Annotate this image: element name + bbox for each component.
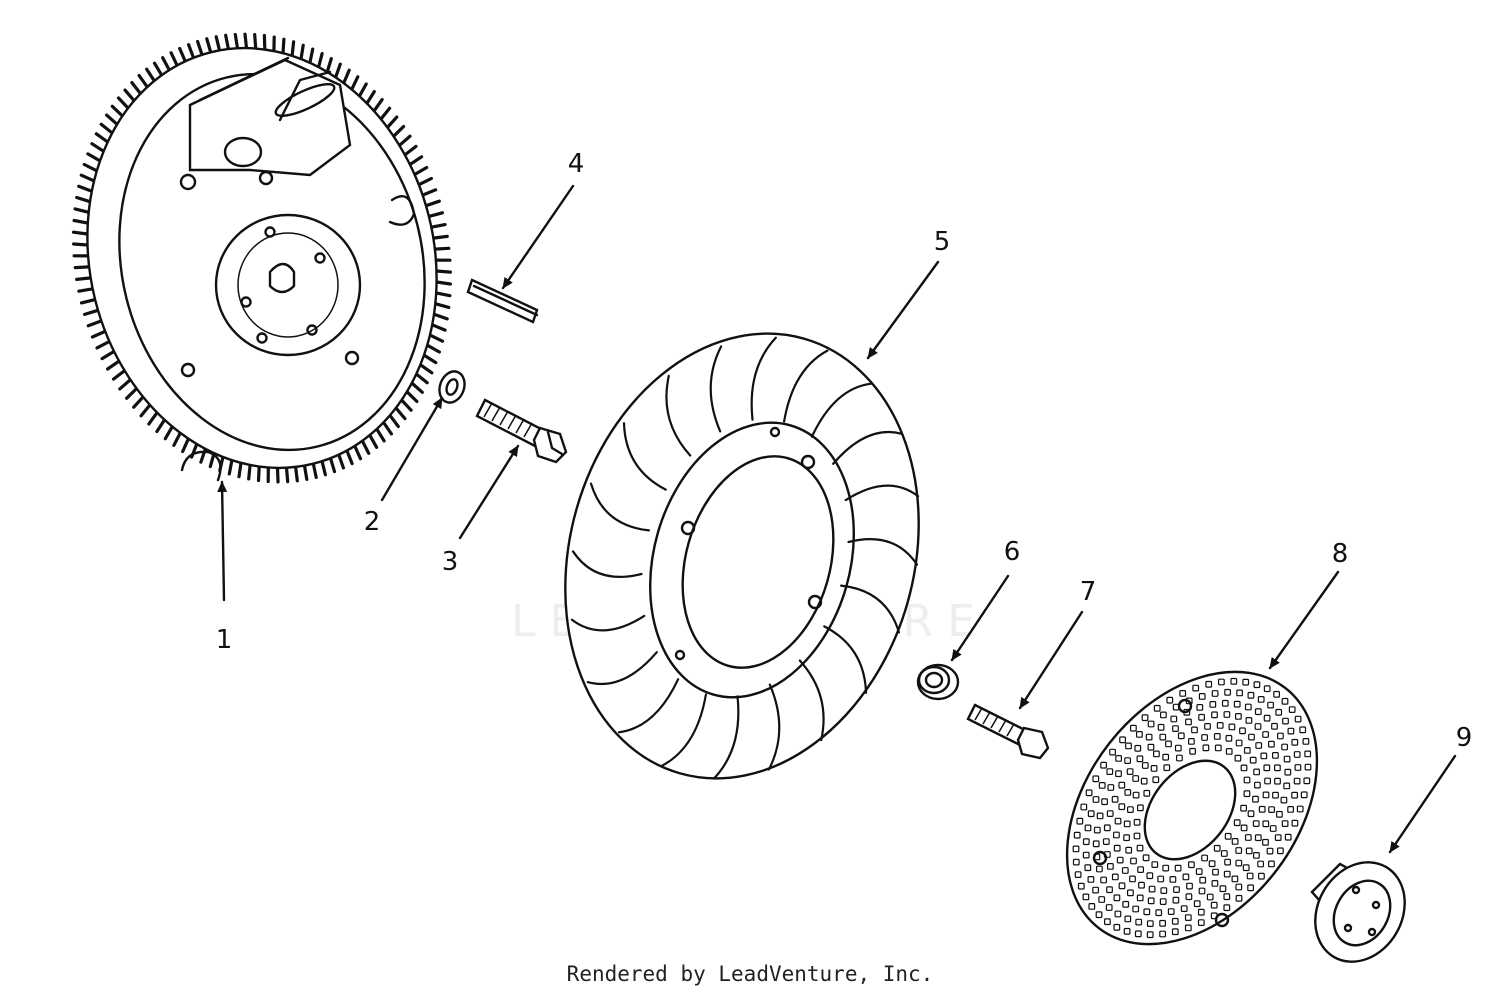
arrow-2 [380,396,444,502]
arrow-7 [1018,610,1084,710]
screw-part-7[interactable] [966,703,1050,760]
flywheel-ring-gear [71,32,452,484]
screen-mesh [1072,677,1312,939]
arrow-6 [950,574,1010,662]
callout-1: 1 [216,625,233,655]
footer-credit: Rendered by LeadVenture, Inc. [566,962,934,986]
leader-arrows [217,184,1457,854]
callout-9: 9 [1456,723,1473,753]
arrow-8 [1268,570,1340,670]
spacer-part[interactable] [916,663,960,701]
arrow-1 [217,480,228,602]
callout-labels: 1 2 3 4 5 6 7 8 9 [216,149,1473,753]
callout-3: 3 [442,547,459,577]
arrow-5 [866,260,940,360]
flywheel-part[interactable] [44,11,480,506]
callout-2: 2 [364,507,381,537]
screw-part-3[interactable] [475,398,568,464]
arrow-4 [501,184,575,290]
arrow-9 [1388,754,1457,854]
callout-4: 4 [568,149,585,179]
fan-part[interactable] [514,291,969,820]
callout-7: 7 [1080,577,1097,607]
callout-6: 6 [1004,537,1021,567]
fan-blades [570,336,920,780]
hub-part[interactable] [1298,846,1423,978]
washer-part[interactable] [435,368,468,406]
arrow-3 [458,444,520,540]
callout-8: 8 [1332,539,1349,569]
key-part[interactable] [466,278,539,324]
callout-5: 5 [934,227,951,257]
screen-part[interactable] [1016,624,1369,993]
